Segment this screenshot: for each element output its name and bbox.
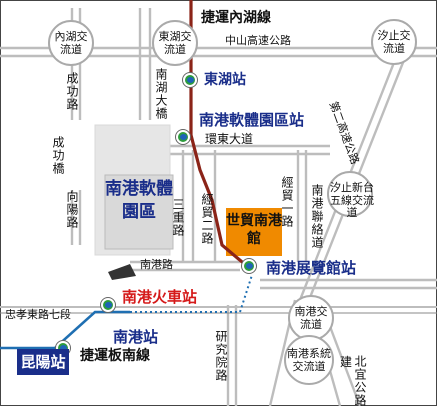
nangang-train-station-icon bbox=[100, 297, 116, 313]
jian-road-label: 建 bbox=[340, 355, 353, 369]
nangang-system-interchange-label: 南港系統交流道 bbox=[287, 347, 331, 373]
nangang-station-label: 南港站 bbox=[113, 328, 159, 346]
road-network bbox=[0, 8, 437, 406]
bannan-line-label: 捷運板南線 bbox=[80, 348, 150, 364]
bannan-line bbox=[0, 274, 253, 350]
donghu-station-icon bbox=[182, 72, 198, 88]
huandong-ave-label: 環東大道 bbox=[205, 132, 254, 146]
nangang-link-road-label: 南港聯絡道 bbox=[310, 184, 324, 249]
nangang-road-label: 南港路 bbox=[140, 258, 173, 271]
donghu-station-label: 東湖站 bbox=[204, 72, 246, 88]
interchange-circles bbox=[48, 19, 417, 385]
jingmao1-road-label: 經貿一路 bbox=[280, 176, 294, 228]
zhongshan-hwy-label: 中山高速公路 bbox=[225, 34, 291, 47]
exhibition-station-icon bbox=[241, 258, 257, 274]
software-park-building bbox=[104, 174, 174, 250]
nangang-interchange-label: 南港交流道 bbox=[294, 305, 328, 331]
neihu-line-label: 捷運內湖線 bbox=[201, 10, 271, 26]
donghu-interchange-label: 東湖交流道 bbox=[158, 30, 192, 56]
xiangyang-road-label: 向陽路 bbox=[65, 190, 79, 229]
wtc-building bbox=[226, 208, 282, 256]
software-park-station-label: 南港軟體園區站 bbox=[199, 111, 305, 129]
beiyi-road-label: 北宜公路 bbox=[353, 355, 367, 407]
chenggong-road-label: 成功路 bbox=[65, 72, 79, 111]
xizhi-interchange-label: 汐止交流道 bbox=[377, 29, 411, 55]
software-park-station-icon bbox=[175, 129, 191, 145]
sanchong-road-label: 三重路 bbox=[171, 198, 185, 237]
software-park-building-label: 南港軟體園區 bbox=[105, 179, 173, 222]
kunyang-station-badge: 昆陽站 bbox=[17, 349, 69, 375]
exhibition-station-label: 南港展覽館站 bbox=[266, 259, 357, 277]
nangang-train-station-label: 南港火車站 bbox=[122, 288, 198, 306]
nanhu-bridge-label: 南湖大橋 bbox=[154, 68, 168, 120]
zhongxiao-road-label: 忠孝東路七段 bbox=[5, 308, 71, 321]
jingmao2-road-label: 經貿二路 bbox=[200, 193, 214, 245]
wtc-building-label: 世貿南港館 bbox=[226, 213, 282, 248]
neihu-interchange-label: 內湖交流道 bbox=[54, 30, 88, 56]
xizhi-wugu-interchange-label: 汐止新台五線交流道 bbox=[330, 181, 374, 220]
chenggong-bridge-label: 成功橋 bbox=[51, 136, 65, 175]
train-station-building bbox=[108, 264, 136, 280]
yanjiu-road-label: 研究院路 bbox=[214, 330, 228, 382]
